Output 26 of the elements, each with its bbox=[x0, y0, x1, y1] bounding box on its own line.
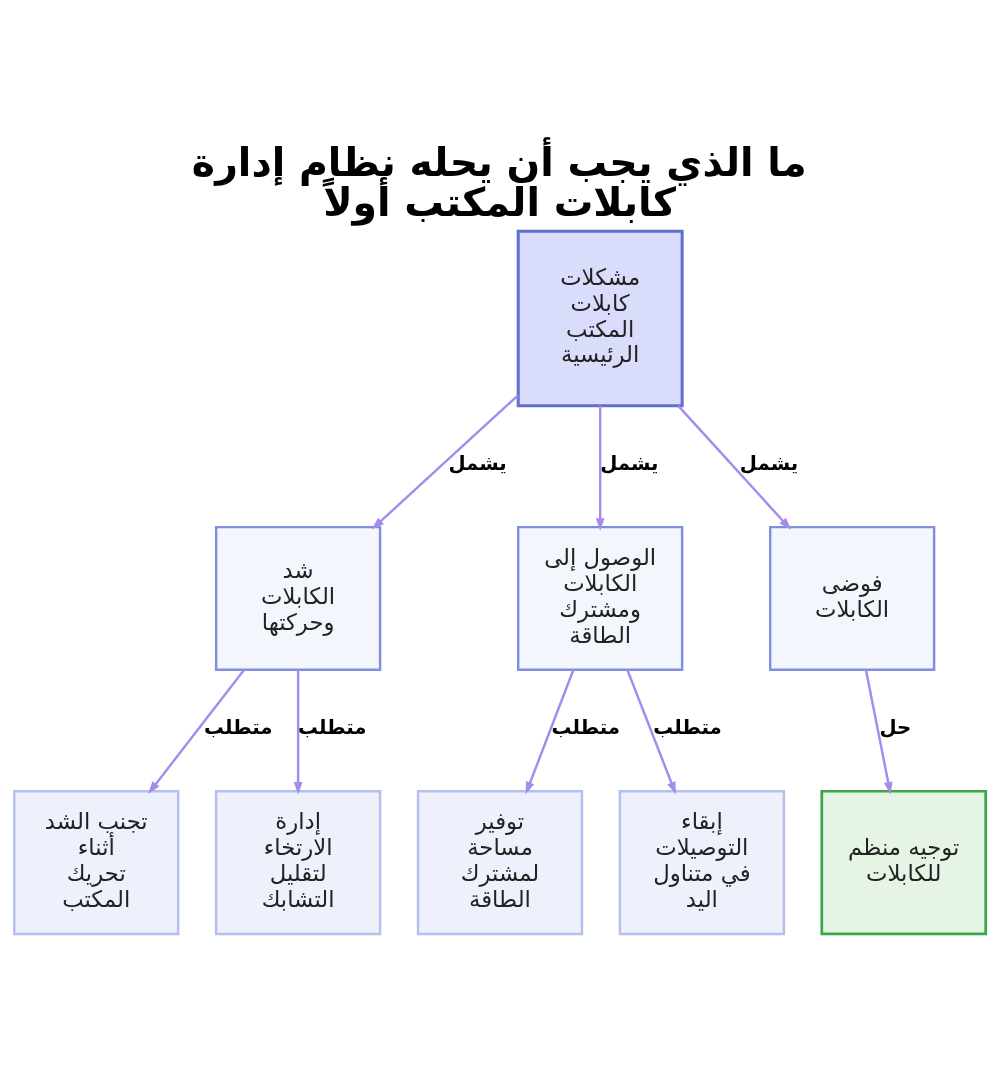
edge-label: يشمل bbox=[448, 452, 507, 476]
arrow bbox=[677, 405, 792, 530]
edge-label: حل bbox=[879, 716, 912, 740]
node-box: فوضى الكابلات bbox=[768, 525, 936, 672]
arrow bbox=[864, 669, 893, 795]
node-box: إدارة الارتخاء لتقليل التشابك bbox=[214, 790, 382, 936]
diagram-title: ما الذي يجب أن يحله نظام إدارة كابلات المكتب أولاً bbox=[191, 139, 807, 225]
node-box: شد الكابلات وحركتها bbox=[214, 525, 382, 672]
edge-label: متطلب bbox=[551, 716, 620, 740]
node-box: الوصول إلى الكابلات ومشترك الطاقة bbox=[517, 525, 684, 672]
node-box: مشكلات كابلات المكتب الرئيسية bbox=[516, 229, 684, 408]
edge-label: يشمل bbox=[600, 452, 659, 476]
node-box: توفير مساحة لمشترك الطاقة bbox=[416, 790, 584, 936]
node-box: توجيه منظم للكابلات bbox=[820, 789, 988, 936]
edge-label: يشمل bbox=[739, 452, 799, 476]
edge-label: متطلب bbox=[204, 716, 273, 740]
arrow bbox=[595, 406, 605, 531]
node-box: تجنب الشد أثناء تحريك المكتب bbox=[13, 790, 180, 936]
arrow bbox=[626, 669, 676, 795]
arrow bbox=[525, 669, 575, 795]
arrow bbox=[148, 669, 245, 794]
edge-label: متطلب bbox=[653, 716, 722, 740]
arrow bbox=[371, 394, 519, 530]
node-box: إبقاء التوصيلات في متناول اليد bbox=[618, 790, 786, 936]
edge-label: متطلب bbox=[298, 716, 367, 740]
arrow bbox=[293, 669, 303, 795]
